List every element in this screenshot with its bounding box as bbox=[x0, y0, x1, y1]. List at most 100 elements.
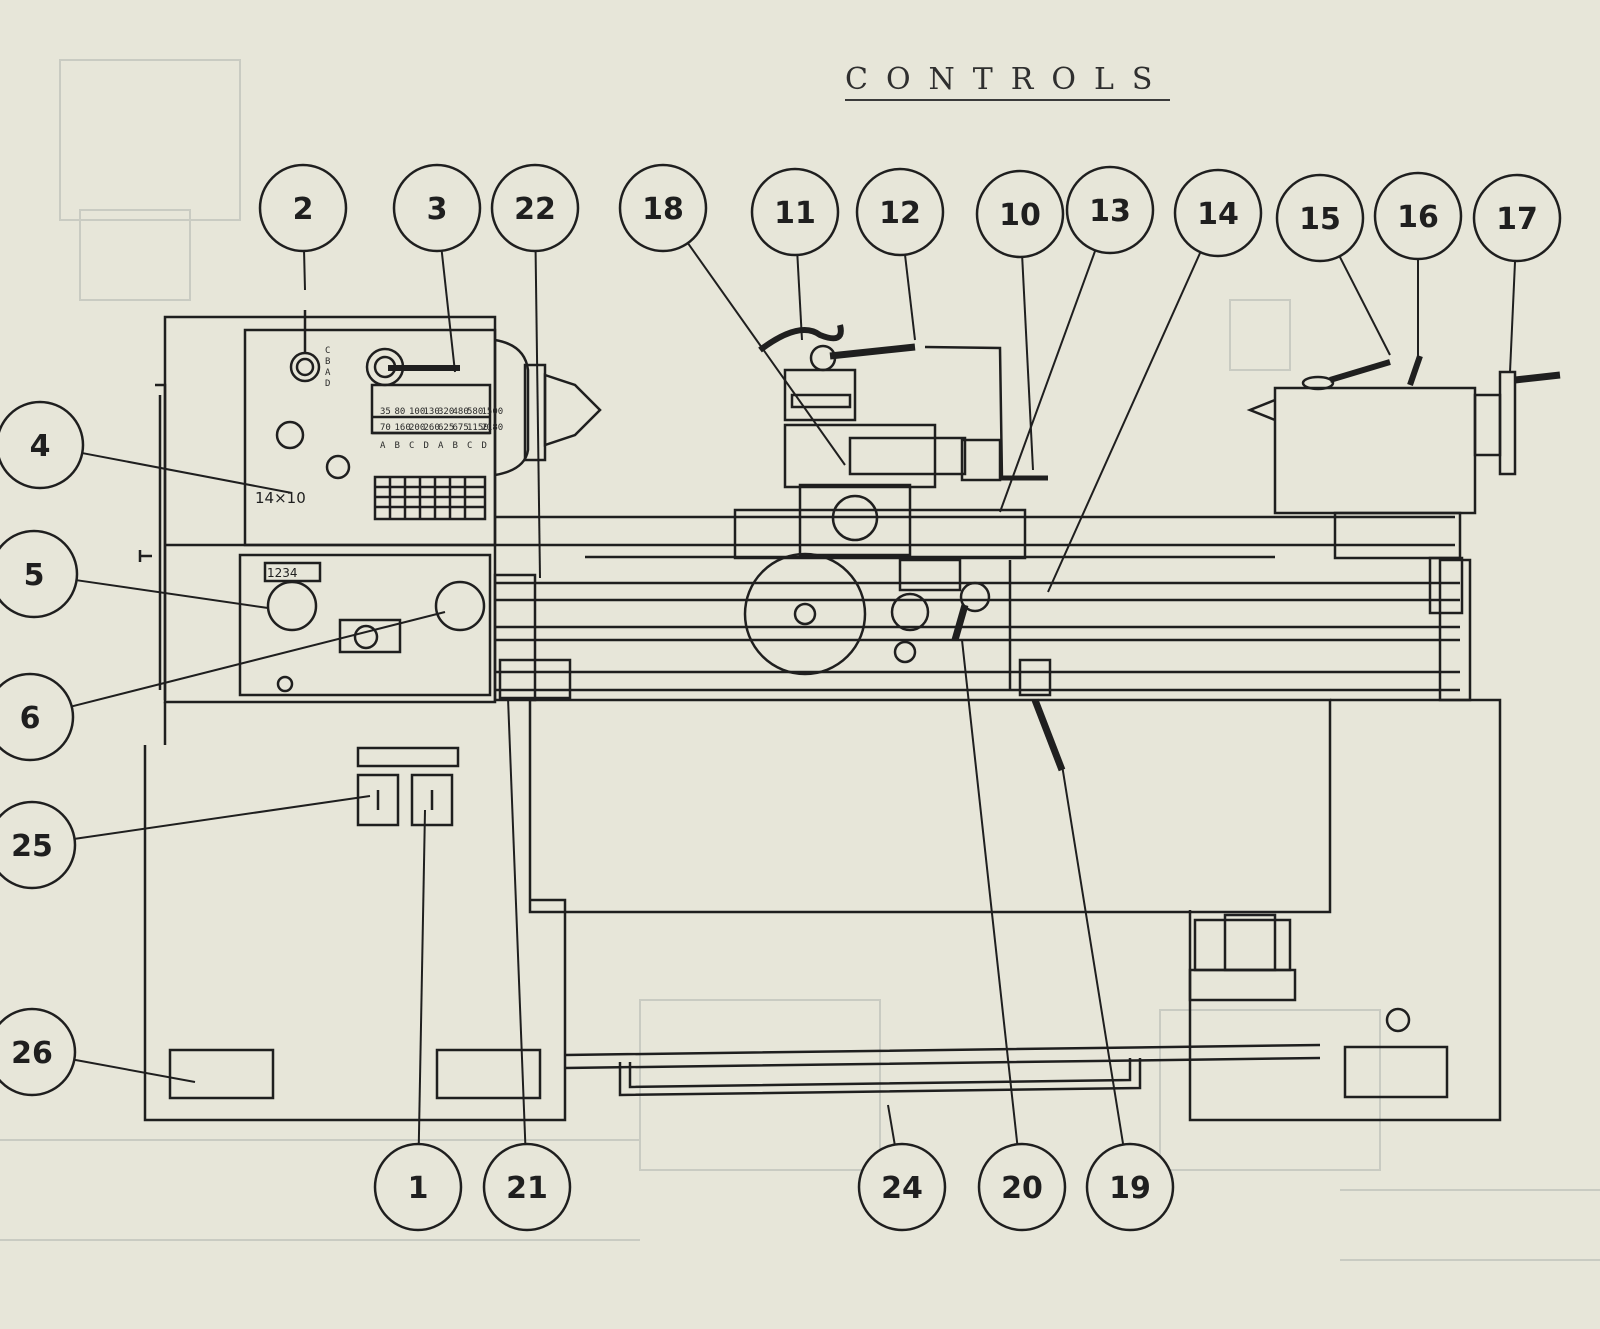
speed_row_1-6: 580 bbox=[467, 407, 483, 417]
callout-21: 21 bbox=[482, 1142, 572, 1232]
callout-circle-6 bbox=[0, 672, 75, 762]
callout-number-3: 3 bbox=[427, 192, 448, 227]
feed-label: 14×10 bbox=[255, 489, 306, 507]
lever-mark-c: C bbox=[325, 346, 330, 356]
headstock bbox=[138, 310, 602, 704]
callout-25: 25 bbox=[0, 800, 77, 890]
leader-line-18 bbox=[687, 242, 846, 466]
callout-number-22: 22 bbox=[514, 192, 556, 227]
letters-2: C bbox=[409, 441, 414, 451]
callout-13: 13 bbox=[1065, 165, 1155, 255]
machine-base bbox=[143, 698, 1502, 1122]
leader-line-13 bbox=[999, 250, 1097, 513]
callout-circle-4 bbox=[0, 400, 85, 490]
tailstock bbox=[1246, 355, 1561, 615]
letters-7: D bbox=[482, 441, 487, 451]
callout-circle-14 bbox=[1173, 168, 1263, 258]
leader-line-22 bbox=[534, 250, 541, 579]
callout-5: 5 bbox=[0, 529, 79, 619]
callout-number-19: 19 bbox=[1109, 1171, 1151, 1206]
callout-11: 11 bbox=[750, 167, 840, 257]
callout-24: 24 bbox=[857, 1142, 947, 1232]
callout-20: 20 bbox=[977, 1142, 1067, 1232]
leader-line-19 bbox=[1061, 764, 1125, 1145]
leader-line-5 bbox=[76, 579, 269, 609]
speed_row_1-3: 130 bbox=[424, 407, 440, 417]
callout-number-18: 18 bbox=[642, 192, 684, 227]
letters-5: B bbox=[453, 441, 458, 451]
background-blueprint bbox=[0, 59, 1600, 1261]
callout-12: 12 bbox=[855, 167, 945, 257]
speed_row_1-2: 100 bbox=[409, 407, 425, 417]
callout-number-15: 15 bbox=[1299, 202, 1341, 237]
speed_row_2-4: 625 bbox=[438, 423, 454, 433]
letters-4: A bbox=[438, 441, 444, 451]
speed_row_1-7: 1500 bbox=[482, 407, 504, 417]
callout-circle-19 bbox=[1085, 1142, 1175, 1232]
callout-number-1: 1 bbox=[408, 1171, 429, 1206]
leader-line-26 bbox=[74, 1058, 196, 1083]
callout-leaders bbox=[71, 242, 1517, 1145]
callout-circle-15 bbox=[1275, 173, 1365, 263]
callout-number-2: 2 bbox=[293, 192, 314, 227]
speed_row_2-2: 200 bbox=[409, 423, 425, 433]
leader-line-15 bbox=[1338, 255, 1391, 356]
leader-line-2 bbox=[303, 250, 306, 291]
speed_row_2-3: 260 bbox=[424, 423, 440, 433]
callout-4: 4 bbox=[0, 400, 85, 490]
callout-circle-21 bbox=[482, 1142, 572, 1232]
callout-number-24: 24 bbox=[881, 1171, 923, 1206]
callout-circle-17 bbox=[1472, 173, 1562, 263]
callout-10: 10 bbox=[975, 169, 1065, 259]
callout-circle-5 bbox=[0, 529, 79, 619]
leader-line-3 bbox=[440, 250, 456, 373]
leader-line-12 bbox=[904, 254, 916, 341]
callout-19: 19 bbox=[1085, 1142, 1175, 1232]
callout-circle-13 bbox=[1065, 165, 1155, 255]
callout-number-17: 17 bbox=[1496, 202, 1538, 237]
callout-circle-16 bbox=[1373, 171, 1463, 261]
leader-line-10 bbox=[1021, 256, 1034, 471]
lever-mark-d: D bbox=[325, 379, 330, 389]
callout-number-10: 10 bbox=[999, 198, 1041, 233]
lever-mark-a: A bbox=[325, 368, 331, 378]
callout-number-5: 5 bbox=[24, 558, 45, 593]
speed_row_2-1: 160 bbox=[395, 423, 411, 433]
callout-16: 16 bbox=[1373, 171, 1463, 261]
letters-0: A bbox=[380, 441, 386, 451]
speed_row_2-0: 70 bbox=[380, 423, 391, 433]
leader-line-21 bbox=[507, 697, 527, 1145]
callout-26: 26 bbox=[0, 1007, 77, 1097]
lathe-bed bbox=[493, 515, 1472, 702]
callout-circle-11 bbox=[750, 167, 840, 257]
callout-circle-2 bbox=[258, 163, 348, 253]
leader-line-11 bbox=[796, 254, 803, 341]
callout-number-13: 13 bbox=[1089, 194, 1131, 229]
speed_row_2-7: 2180 bbox=[482, 423, 504, 433]
speed_row_2-5: 675 bbox=[453, 423, 469, 433]
speed_row_1-0: 35 bbox=[380, 407, 391, 417]
callout-14: 14 bbox=[1173, 168, 1263, 258]
leader-line-1 bbox=[417, 809, 426, 1145]
callout-number-12: 12 bbox=[879, 196, 921, 231]
diagram-title: CONTROLS bbox=[845, 62, 1171, 101]
callout-circle-1 bbox=[373, 1142, 463, 1232]
callout-number-14: 14 bbox=[1197, 197, 1239, 232]
leader-line-6 bbox=[71, 611, 446, 708]
letters-1: B bbox=[395, 441, 400, 451]
letters-3: D bbox=[424, 441, 429, 451]
callout-number-11: 11 bbox=[774, 196, 816, 231]
callout-circle-20 bbox=[977, 1142, 1067, 1232]
leader-line-24 bbox=[887, 1104, 896, 1145]
callout-number-21: 21 bbox=[506, 1171, 548, 1206]
callout-15: 15 bbox=[1275, 173, 1365, 263]
callout-circle-10 bbox=[975, 169, 1065, 259]
callout-circle-22 bbox=[490, 163, 580, 253]
cross-slide-toolpost bbox=[758, 324, 1048, 489]
